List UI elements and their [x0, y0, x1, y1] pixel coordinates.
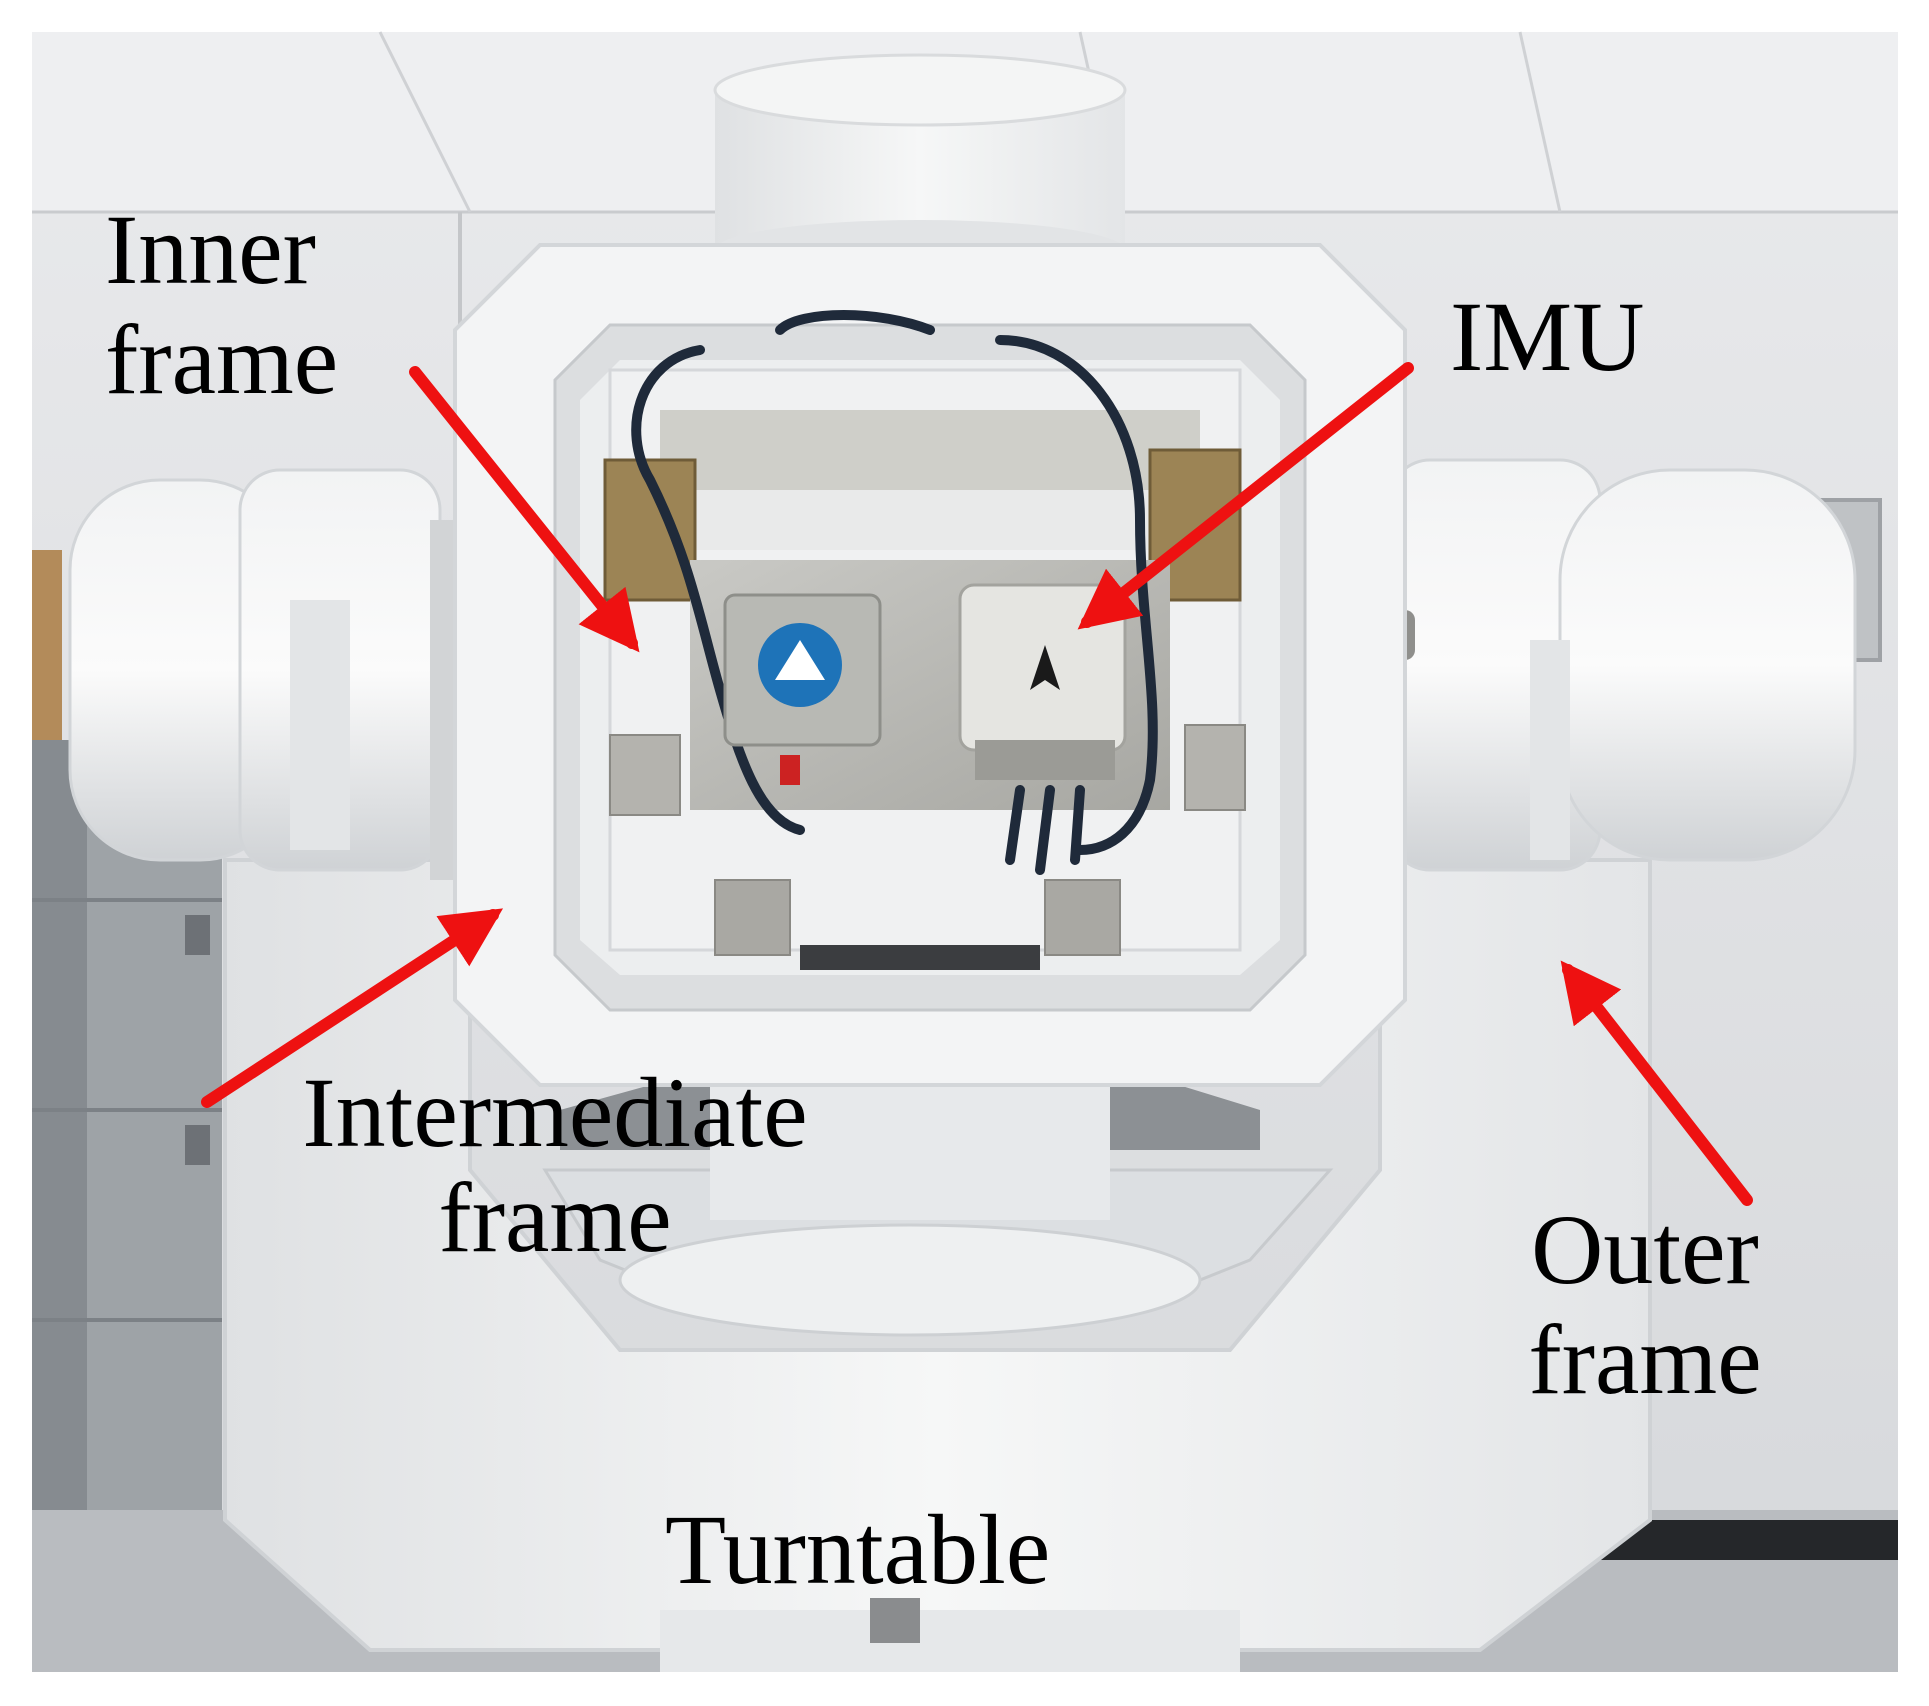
imu-arrow [1077, 362, 1414, 630]
turntable-label: Turntable [665, 1494, 1051, 1605]
intermediate-frame-arrow [201, 908, 504, 1108]
annotation-arrows [201, 362, 1753, 1206]
inner-frame-label: Inner frame [105, 194, 339, 415]
cable-bundle [631, 310, 1158, 875]
left-trunnion [68, 468, 490, 880]
left-sensor-box [723, 593, 882, 785]
inner-frame-arrow [409, 366, 640, 653]
inner-frame-body [603, 368, 1246, 970]
turntable-base [660, 1598, 1240, 1672]
outer-frame-arrow [1560, 960, 1753, 1206]
intermediate-frame-label: Intermediate frame [302, 1057, 808, 1273]
filing-cabinet [32, 550, 222, 1510]
black-arrowhead-logo-icon [1030, 645, 1060, 690]
imu-label: IMU [1450, 281, 1645, 392]
outer-frame-label: Outer frame [1528, 1194, 1762, 1415]
